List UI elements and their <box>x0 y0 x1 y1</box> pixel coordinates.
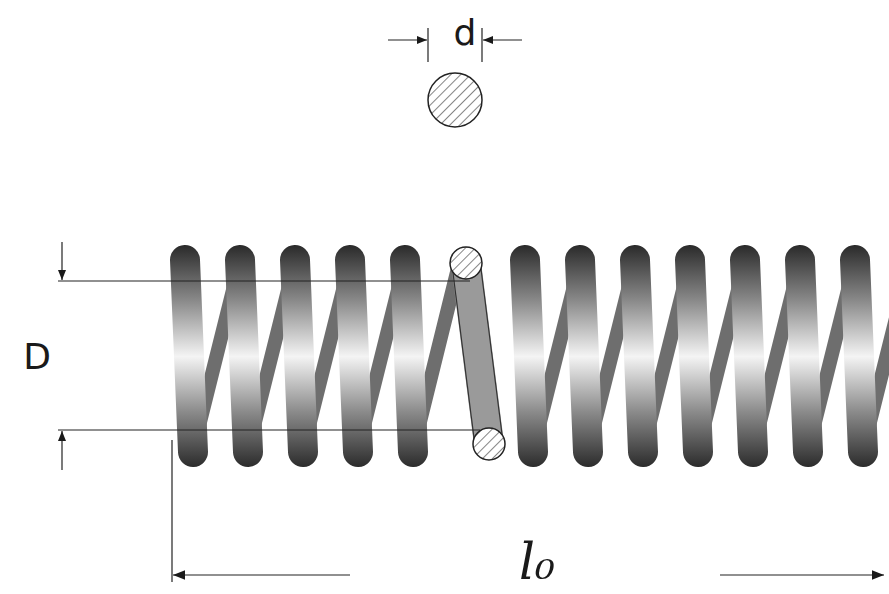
dimension-label: d <box>454 12 477 53</box>
cut-strand <box>450 247 505 460</box>
dimension-label: l₀ <box>519 533 555 591</box>
dimension-label: D <box>23 336 51 377</box>
front-strands <box>185 260 863 452</box>
diameter-dimension <box>58 242 480 470</box>
